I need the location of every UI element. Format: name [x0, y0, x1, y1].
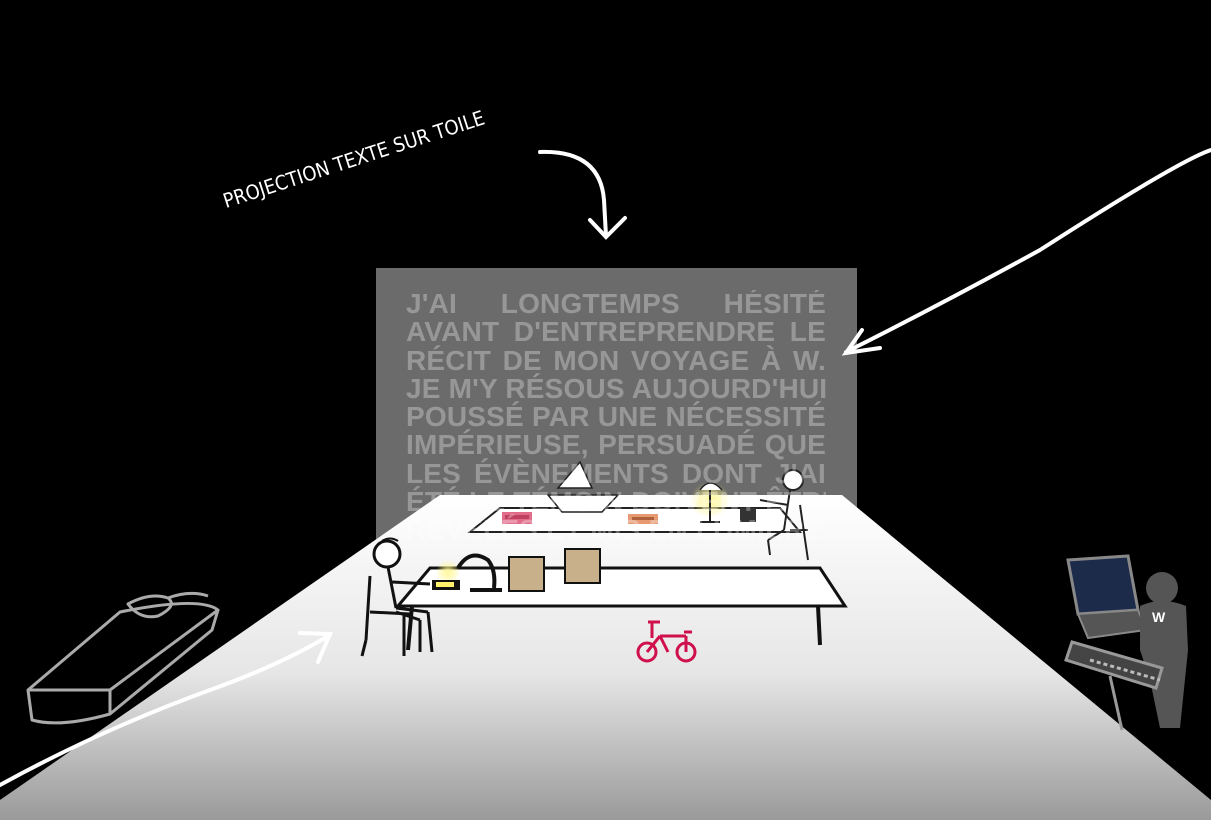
musician: W: [1140, 572, 1188, 728]
projected-text-line: RÉVÉLÉS ET MIS EN LUMIÈRE.: [406, 516, 826, 544]
projected-text-line: AVANT D'ENTREPRENDRE LE: [406, 318, 826, 346]
shirt-mark: W: [1152, 609, 1166, 625]
projected-text-line: LES ÉVÈNEMENTS DONT J'AI: [406, 460, 826, 488]
projected-text-line: J'AI LONGTEMPS HÉSITÉ: [406, 290, 826, 318]
projected-text-line: IMPÉRIEUSE, PERSUADÉ QUE: [406, 431, 826, 459]
projected-text: J'AI LONGTEMPS HÉSITÉ AVANT D'ENTREPREND…: [406, 290, 826, 572]
projected-text-line: POUSSÉ PAR UNE NÉCESSITÉ: [406, 403, 826, 431]
projected-text-line: ÉTÉ LE TÉMOIN DOIVENT ÊTRE: [406, 488, 826, 516]
front-table: [398, 568, 845, 606]
light-beam-right: [846, 150, 1211, 353]
projected-text-line: RÉCIT DE MON VOYAGE À W.: [406, 347, 826, 375]
table-leg: [818, 606, 820, 645]
laptop-icon: [1068, 556, 1146, 638]
projected-text-line: JE M'Y RÉSOUS AUJOURD'HUI,: [406, 375, 826, 403]
annotation-arrow: [540, 152, 625, 237]
